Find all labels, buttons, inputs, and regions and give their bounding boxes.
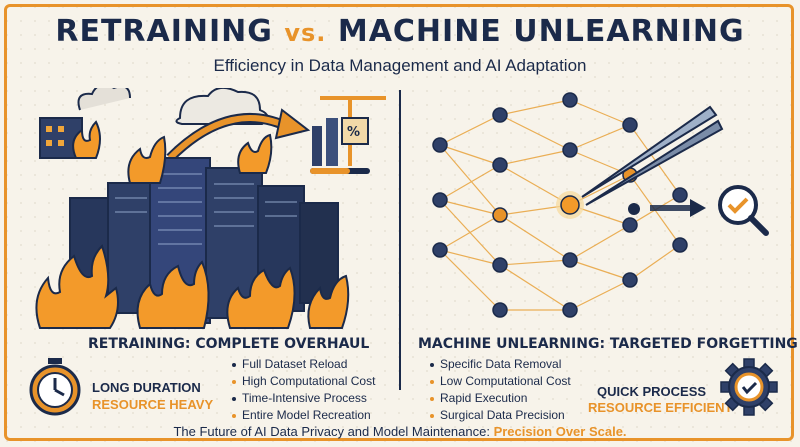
title-part-retraining: RETRAINING [55, 14, 285, 49]
retraining-bullets: Full Dataset Reload High Computational C… [232, 356, 375, 424]
list-item: Specific Data Removal [430, 356, 571, 373]
quick-process-label: QUICK PROCESS [597, 384, 707, 399]
gear-check-icon [720, 358, 778, 416]
list-item: Surgical Data Precision [430, 407, 571, 424]
unlearning-illustration [432, 92, 769, 318]
page-title: RETRAINING vs. MACHINE UNLEARNING [0, 14, 800, 49]
footer-text: The Future of AI Data Privacy and Model … [173, 424, 494, 439]
tweezers-icon [581, 105, 724, 206]
list-item: High Computational Cost [232, 373, 375, 390]
page-subtitle: Efficiency in Data Management and AI Ada… [213, 56, 587, 75]
svg-text:%: % [347, 125, 360, 140]
stopwatch-icon [29, 358, 81, 416]
factory-icon [39, 88, 131, 159]
retraining-heading: RETRAINING: COMPLETE OVERHAUL [88, 336, 370, 352]
list-item: Time-Intensive Process [232, 390, 375, 407]
title-part-unlearning: MACHINE UNLEARNING [326, 14, 745, 49]
footer-tagline: The Future of AI Data Privacy and Model … [0, 424, 800, 439]
magnifier-check-icon [718, 185, 769, 236]
footer-highlight: Precision Over Scale. [493, 424, 627, 439]
title-vs: vs. [284, 19, 327, 47]
list-item: Full Dataset Reload [232, 356, 375, 373]
unlearning-heading: MACHINE UNLEARNING: TARGETED FORGETTING [418, 336, 798, 352]
fire-icon [35, 133, 350, 329]
center-divider [399, 90, 401, 390]
resource-heavy-label: RESOURCE HEAVY [92, 397, 214, 412]
long-duration-label: LONG DURATION [92, 380, 201, 395]
orange-frame [4, 4, 794, 441]
list-item: Rapid Execution [430, 390, 571, 407]
resource-efficient-label: RESOURCE EFFICIENT [588, 400, 733, 415]
neural-network-icon [432, 92, 688, 318]
list-item: Entire Model Recreation [232, 407, 375, 424]
retraining-illustration: % [35, 88, 386, 329]
crane-icon: % [310, 96, 386, 174]
list-item: Low Computational Cost [430, 373, 571, 390]
unlearning-bullets: Specific Data Removal Low Computational … [430, 356, 571, 424]
